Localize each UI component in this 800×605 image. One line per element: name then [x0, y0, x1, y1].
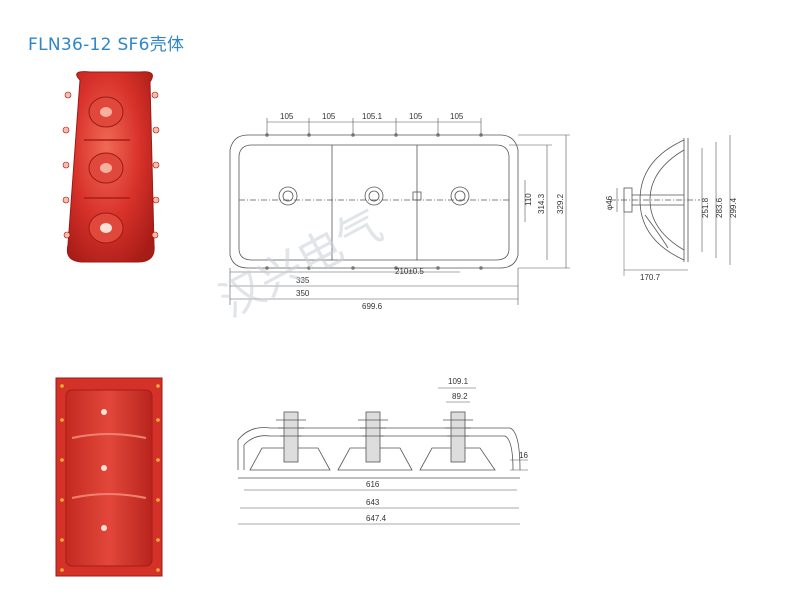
dim-110: 110	[524, 193, 533, 206]
dim-phi46: φ46	[605, 195, 614, 210]
section-view-drawing	[237, 387, 528, 525]
dim-251-8: 251.8	[701, 197, 710, 218]
dim-299-4: 299.4	[729, 197, 738, 218]
dim-210: 210±0.5	[395, 267, 424, 276]
dim-89-2: 89.2	[452, 392, 468, 401]
housing-photo-interior	[55, 377, 163, 577]
dim-105-c: 105	[409, 112, 423, 121]
dim-283-6: 283.6	[715, 197, 724, 218]
dim-643: 643	[366, 498, 380, 507]
top-view-dimensions: 105 105 105.1 105 105 335 350 699.6 210±…	[280, 112, 565, 311]
side-view-dimensions: φ46 251.8 283.6 299.4 170.7	[605, 195, 738, 282]
dim-170-7: 170.7	[640, 273, 661, 282]
dim-105-1: 105.1	[362, 112, 383, 121]
dim-314-3: 314.3	[537, 193, 546, 214]
dim-350: 350	[296, 289, 310, 298]
dim-109-1: 109.1	[448, 377, 469, 386]
dim-105-b: 105	[322, 112, 336, 121]
dim-105-d: 105	[450, 112, 464, 121]
housing-photo-front	[62, 71, 160, 263]
dim-699-6: 699.6	[362, 302, 383, 311]
dim-105-a: 105	[280, 112, 294, 121]
dim-616: 616	[366, 480, 380, 489]
top-view-drawing	[229, 118, 570, 305]
dim-329-2: 329.2	[556, 193, 565, 214]
section-view-dimensions: 109.1 89.2 16 616 643 647.4	[366, 377, 528, 523]
dim-647-4: 647.4	[366, 514, 387, 523]
side-view-drawing	[610, 135, 731, 276]
dim-16: 16	[519, 451, 528, 460]
page-title: FLN36-12 SF6壳体	[28, 35, 185, 55]
dim-335: 335	[296, 276, 310, 285]
